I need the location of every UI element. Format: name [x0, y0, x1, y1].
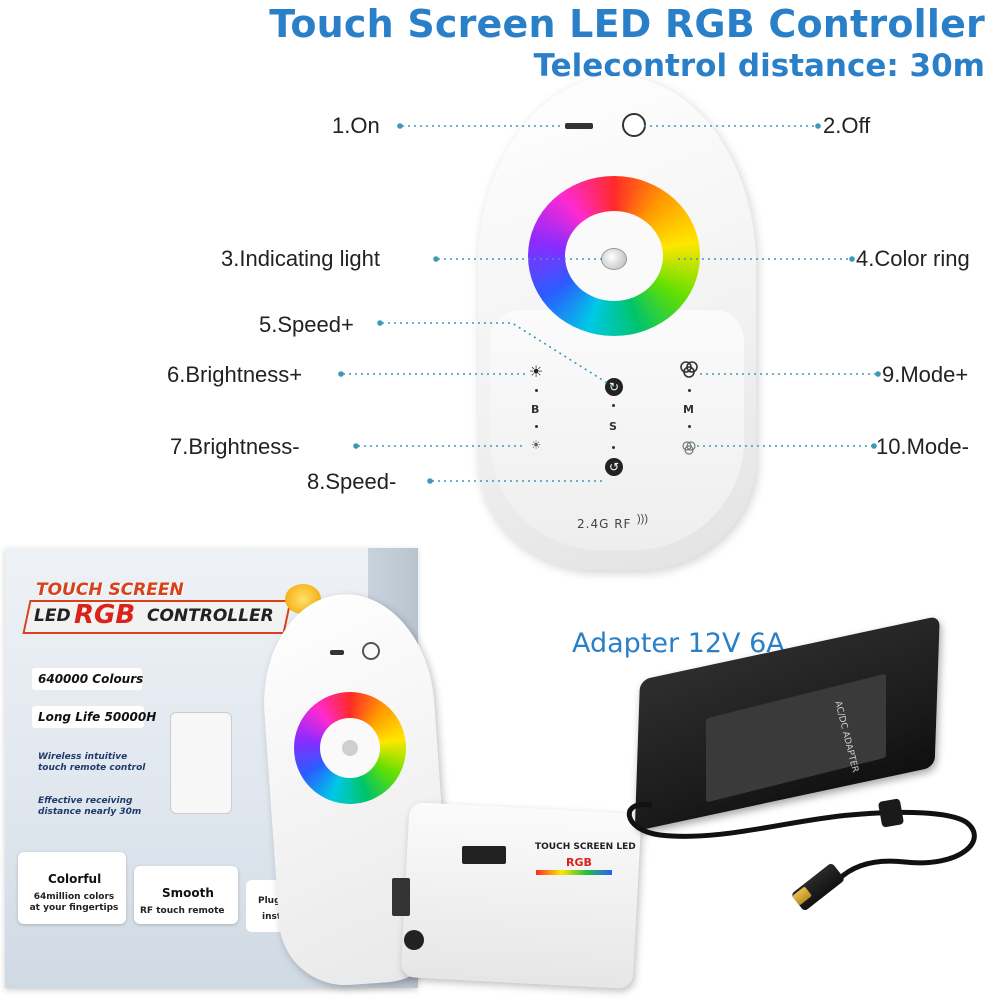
callout-speed-plus: 5.Speed+ [259, 312, 354, 337]
controller-dc-jack [404, 930, 424, 950]
m-dot-bottom [688, 425, 691, 428]
adapter-label: Adapter 12V 6A [572, 628, 785, 659]
controller-label-line2: RGB [566, 856, 592, 869]
remote-small-indicator [342, 740, 358, 756]
off-button[interactable] [622, 113, 646, 137]
callout-indicating-light: 3.Indicating light [221, 246, 380, 271]
on-button[interactable] [565, 123, 593, 129]
feature-life-pill [32, 706, 144, 728]
speed-minus-button[interactable]: ↺ [605, 458, 623, 476]
mode-minus-icon[interactable] [681, 440, 697, 456]
page-title: Touch Screen LED RGB Controller [269, 2, 985, 46]
m-dot-top [688, 389, 691, 392]
b-dot-top [535, 389, 538, 392]
badge-colorful [18, 852, 126, 924]
mode-plus-icon[interactable] [679, 359, 699, 379]
speed-plus-button[interactable]: ↻ [605, 378, 623, 396]
rf-text: 2.4G RF [577, 517, 632, 531]
feature-wireless: Wireless intuitive touch remote control [38, 752, 146, 773]
callout-color-ring: 4.Color ring [856, 246, 970, 271]
b-dot-bottom [535, 425, 538, 428]
brand-rgb: RGB [74, 600, 136, 630]
callout-mode-plus: 9.Mode+ [882, 362, 969, 387]
badge-colorful-text: 64million colors at your fingertips [29, 892, 119, 913]
controller-display [462, 846, 506, 864]
feature-life: Long Life 50000H [38, 710, 157, 724]
brand-led: LED [34, 606, 71, 626]
brightness-plus-icon[interactable]: ☀ [528, 364, 544, 381]
controller-connector [392, 878, 410, 916]
s-dot-top [612, 404, 615, 407]
remote-small-on-button [330, 650, 344, 655]
brightness-minus-icon[interactable]: ☀ [530, 438, 542, 452]
box-controller-image [170, 712, 232, 814]
badge-plug-text2: inst [262, 912, 282, 922]
s-dot-bottom [612, 446, 615, 449]
label-b: B [531, 403, 540, 416]
brand-line1: TOUCH SCREEN [36, 580, 184, 600]
remote-small-off-button [362, 642, 380, 660]
badge-plug-text: Plug [258, 896, 281, 906]
callout-brightness-plus: 6.Brightness+ [167, 362, 303, 387]
callout-on: 1.On [332, 113, 380, 138]
controller-label-line1: TOUCH SCREEN LED [535, 842, 636, 852]
badge-smooth [134, 866, 238, 924]
controller-rainbow-strip [536, 870, 612, 875]
wifi-icon: ))) [637, 513, 648, 525]
label-m: M [683, 403, 694, 416]
feature-distance: Effective receiving distance nearly 30m [38, 796, 142, 817]
callout-speed-minus: 8.Speed- [307, 469, 397, 494]
callout-mode-minus: 10.Mode- [876, 434, 969, 459]
remote-lower-panel [490, 310, 744, 550]
brand-controller: CONTROLLER [147, 606, 274, 626]
feature-colours-pill [32, 668, 142, 690]
callout-brightness-minus: 7.Brightness- [170, 434, 300, 459]
feature-colours: 640000 Colours [38, 672, 144, 686]
badge-colorful-title: Colorful [48, 872, 102, 886]
label-s: S [609, 420, 617, 433]
badge-smooth-title: Smooth [162, 886, 214, 900]
callout-off: 2.Off [823, 113, 871, 138]
brand-logo: TOUCH SCREEN LED RGB CONTROLLER [22, 578, 292, 638]
badge-smooth-text: RF touch remote [140, 906, 225, 916]
